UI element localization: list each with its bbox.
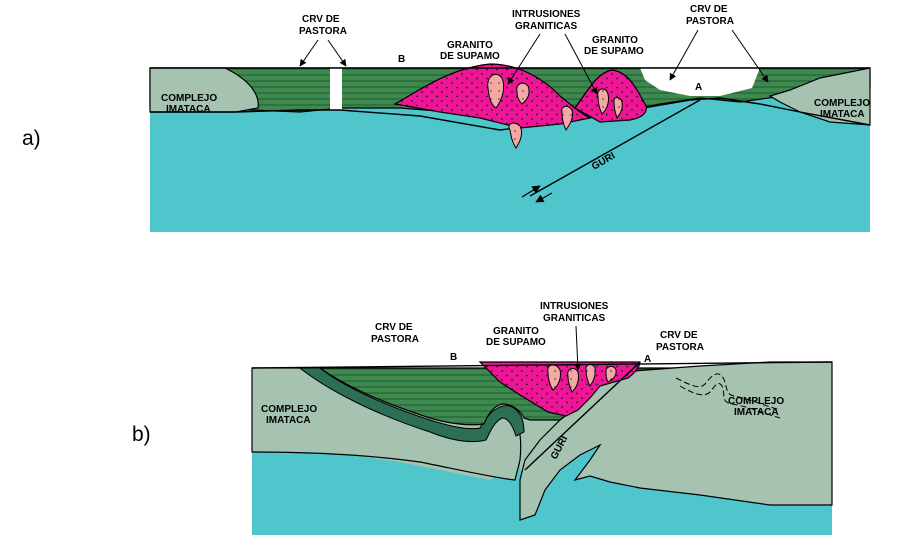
panel-b-label-crv-right-1: CRV DE — [660, 330, 698, 341]
panel-a-label-a: A — [695, 82, 702, 93]
panel-a-label-granito-right-1: GRANITO — [592, 35, 638, 46]
panel-a-label-crv-right-2: PASTORA — [686, 16, 734, 27]
panel-b-label-complejo-right-2: IMATACA — [734, 407, 779, 418]
panel-b: b) CRV DE PASTORA B GRANITO DE S — [132, 301, 832, 535]
arrow-icon — [328, 40, 346, 66]
panel-a-label-complejo-left-2: IMATACA — [166, 104, 211, 115]
panel-a-label-granito-left-1: GRANITO — [447, 40, 493, 51]
panel-a-label-crv-right-1: CRV DE — [690, 4, 728, 15]
panel-a-gap — [330, 68, 342, 110]
panel-b-label-complejo-left-2: IMATACA — [266, 415, 311, 426]
panel-b-label-crv-left-1: CRV DE — [375, 322, 413, 333]
panel-b-label-crv-left-2: PASTORA — [371, 334, 419, 345]
panel-a-label-complejo-right-1: COMPLEJO — [814, 98, 870, 109]
panel-b-label-intrusions-2: GRANITICAS — [543, 313, 606, 324]
panel-b-letter: b) — [132, 423, 151, 446]
panel-a-label-intrusions-2: GRANITICAS — [515, 21, 578, 32]
panel-a: a) CRV DE PAS — [22, 4, 870, 232]
panel-a-letter: a) — [22, 127, 41, 150]
panel-a-label-granito-left-2: DE SUPAMO — [440, 51, 500, 62]
panel-a-label-complejo-left-1: COMPLEJO — [161, 93, 217, 104]
panel-b-label-crv-right-2: PASTORA — [656, 342, 704, 353]
panel-b-label-complejo-left-1: COMPLEJO — [261, 404, 317, 415]
panel-a-label-b: B — [398, 54, 405, 65]
panel-a-label-crv-left-2: PASTORA — [299, 26, 347, 37]
panel-b-label-granito-1: GRANITO — [493, 326, 539, 337]
panel-a-label-intrusions-1: INTRUSIONES — [512, 9, 581, 20]
panel-b-label-b: B — [450, 352, 457, 363]
panel-b-label-intrusions-1: INTRUSIONES — [540, 301, 609, 312]
panel-a-label-complejo-right-2: IMATACA — [820, 109, 865, 120]
panel-a-label-granito-right-2: DE SUPAMO — [584, 46, 644, 57]
panel-b-label-a: A — [644, 354, 651, 365]
arrow-icon — [300, 40, 318, 66]
panel-b-label-granito-2: DE SUPAMO — [486, 337, 546, 348]
panel-b-label-complejo-right-1: COMPLEJO — [728, 396, 784, 407]
panel-a-label-crv-left-1: CRV DE — [302, 14, 340, 25]
